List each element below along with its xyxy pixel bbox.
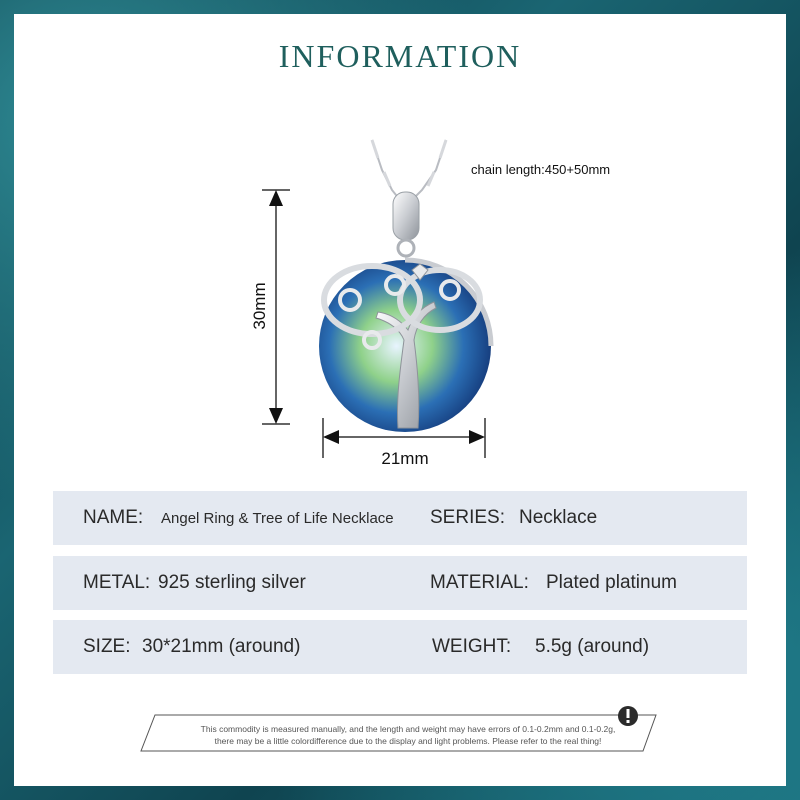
bail (392, 191, 420, 241)
tree-of-life (321, 263, 483, 429)
material-value: Plated platinum (546, 572, 677, 593)
disclaimer-line-2: there may be a little colordifference du… (214, 736, 602, 746)
width-dimension (322, 418, 486, 458)
name-label: NAME: (83, 507, 144, 528)
height-dimension-label: 30mm (250, 282, 269, 330)
chain (370, 139, 448, 201)
page-title: INFORMATION (278, 38, 522, 74)
chain-length-label: chain length:450+50mm (471, 162, 611, 177)
size-value: 30*21mm (around) (142, 636, 301, 657)
disclaimer-box (140, 714, 657, 752)
angel-ring (404, 257, 494, 347)
disclaimer-line-1: This commodity is measured manually, and… (200, 724, 616, 734)
size-label: SIZE: (83, 636, 131, 657)
warning-icon (618, 706, 638, 726)
disclaimer-text: This commodity is measured manually, and… (168, 723, 648, 747)
material-label: MATERIAL: (430, 572, 529, 593)
series-value: Necklace (519, 507, 598, 528)
weight-value: 5.5g (around) (535, 636, 650, 657)
spec-row-metal: METAL: 925 sterling silver MATERIAL: Pla… (53, 556, 747, 610)
name-value: Angel Ring & Tree of Life Necklace (161, 510, 394, 527)
metal-label: METAL: (83, 572, 151, 593)
height-dimension (262, 189, 290, 425)
width-dimension-label: 21mm (381, 449, 429, 468)
spec-row-size: SIZE: 30*21mm (around) WEIGHT: 5.5g (aro… (53, 620, 747, 674)
metal-value: 925 sterling silver (158, 572, 306, 593)
weight-label: WEIGHT: (432, 636, 512, 657)
series-label: SERIES: (430, 507, 505, 528)
spec-row-name: NAME: Angel Ring & Tree of Life Necklace… (53, 491, 747, 545)
